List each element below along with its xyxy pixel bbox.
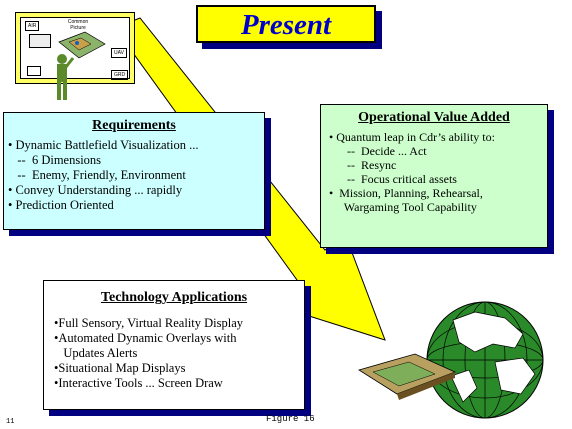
operational-item: -- Resync [329,158,397,172]
technology-item: •Interactive Tools ... Screen Draw [54,376,223,390]
requirements-item: -- Enemy, Friendly, Environment [8,168,186,182]
technology-item: •Full Sensory, Virtual Reality Display [54,316,244,330]
operational-item: -- Decide ... Act [329,144,427,158]
small-panel-bottom [27,66,41,76]
operational-item: -- Focus critical assets [329,172,457,186]
screen-label-grd: GRD [111,70,129,80]
page-mark: 11 [6,418,15,426]
globe-icon [358,301,544,419]
requirements-item: • Convey Understanding ... rapidly [8,183,183,197]
screen-label-uav: UAV [111,48,127,58]
figure-caption: Figure 16 [266,414,315,424]
requirements-item: -- 6 Dimensions [8,153,102,167]
technology-heading: Technology Applications [100,290,248,305]
technology-box: Technology Applications •Full Sensory, V… [43,280,305,410]
display-screen: AIR Common Picture UAV GRD [20,17,130,80]
operational-heading: Operational Value Added [358,110,510,125]
title-banner: Present [196,5,376,43]
small-panel-left [29,34,51,48]
requirements-item: • Dynamic Battlefield Visualization ... [8,138,199,152]
requirements-heading: Requirements [92,118,176,133]
operational-value-box: Operational Value Added • Quantum leap i… [320,104,548,248]
operational-item: • Mission, Planning, Rehearsal, [329,186,483,200]
terrain-map-icon [58,31,106,59]
technology-item: Updates Alerts [54,346,138,360]
screen-label-air: AIR [25,21,40,31]
technology-item: •Automated Dynamic Overlays with [54,331,237,345]
requirements-item: • Prediction Oriented [8,198,114,212]
operator-figure-icon [57,54,74,100]
requirements-box: Requirements • Dynamic Battlefield Visua… [3,112,265,230]
screen-label-common: Common Picture [67,19,89,31]
operational-item: Wargaming Tool Capability [329,200,477,214]
technology-item: •Situational Map Displays [54,361,186,375]
battlefield-display: AIR Common Picture UAV GRD [15,12,135,84]
operational-item: • Quantum leap in Cdr’s ability to: [329,130,495,144]
page-title: Present [240,9,332,41]
